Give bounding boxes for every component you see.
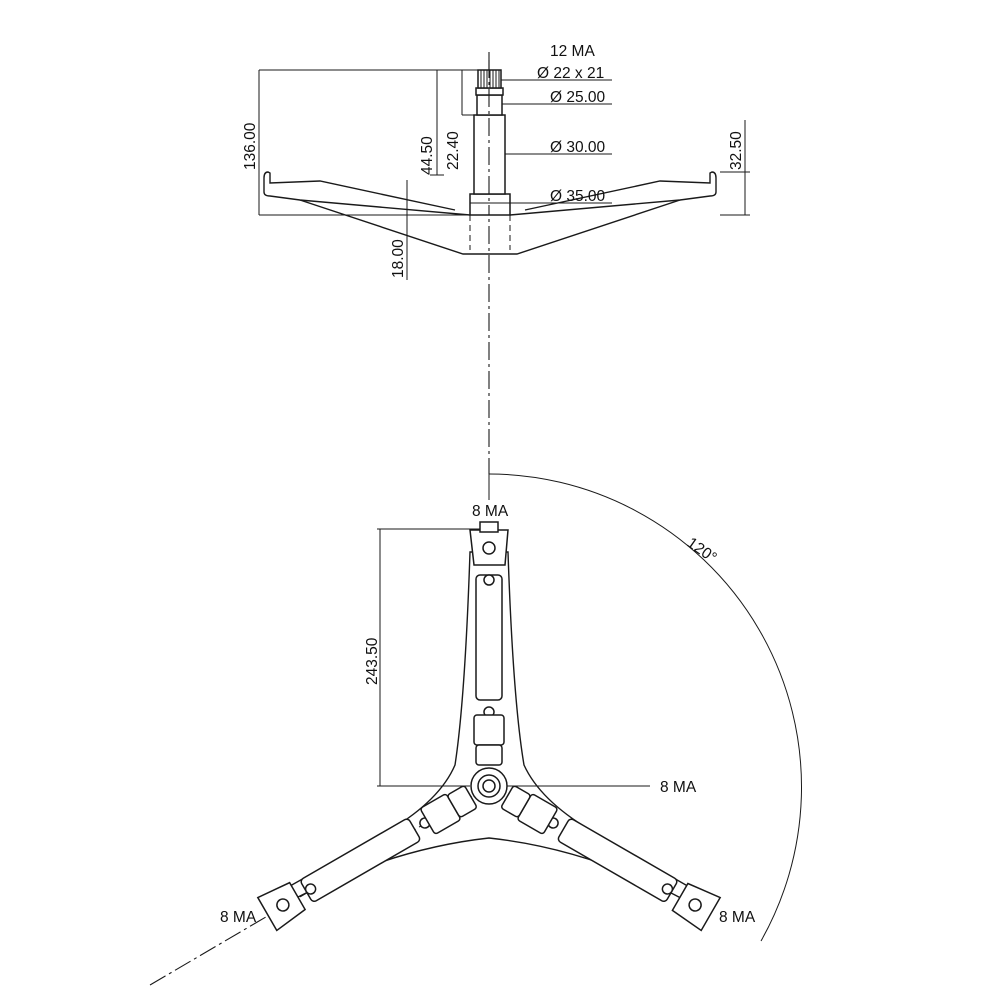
spider-body-outline — [264, 551, 713, 913]
hole-left-label: 8 MA — [220, 909, 257, 926]
dim-32-50-label: 32.50 — [728, 131, 745, 170]
hole-right-label: 8 MA — [719, 909, 756, 926]
arm-left — [256, 785, 477, 932]
diameter-25-label: Ø 25.00 — [550, 89, 606, 106]
angle-label: 120° — [684, 534, 720, 566]
dim-22-40-label: 22.40 — [445, 131, 462, 170]
shaft-spline-label: 12 MA — [550, 43, 595, 60]
hole-top-label: 8 MA — [472, 503, 509, 520]
diameter-35-label: Ø 35.00 — [550, 188, 606, 205]
side-labels: 12 MA Ø 22 x 21 Ø 25.00 Ø 30.00 Ø 35.00 … — [242, 43, 745, 278]
spline-teeth — [480, 70, 500, 88]
dim-44-50-label: 44.50 — [419, 136, 436, 175]
hole-center-label: 8 MA — [660, 779, 697, 796]
diameter-30-label: Ø 30.00 — [550, 139, 606, 156]
total-height-label: 136.00 — [242, 122, 259, 170]
angle-arc — [488, 473, 803, 942]
shaft — [469, 60, 511, 216]
top-view: 120° 243.50 8 MA 8 MA 8 MA 8 MA — [149, 473, 803, 986]
arm-right — [501, 785, 722, 932]
arm-length-dimension — [377, 528, 650, 787]
arm-top — [469, 521, 509, 766]
side-view: 12 MA Ø 22 x 21 Ø 25.00 Ø 30.00 Ø 35.00 … — [242, 43, 750, 474]
central-hub — [470, 767, 508, 805]
top-labels: 120° 243.50 8 MA 8 MA 8 MA 8 MA — [220, 503, 756, 926]
diameter-spline-label: Ø 22 x 21 — [537, 65, 604, 82]
arm-length-label: 243.50 — [364, 637, 381, 685]
side-dimensions — [258, 69, 750, 280]
shaft-hub-35 — [469, 193, 511, 216]
spider-arm-profile — [263, 171, 717, 255]
dim-18-00-label: 18.00 — [390, 239, 407, 278]
